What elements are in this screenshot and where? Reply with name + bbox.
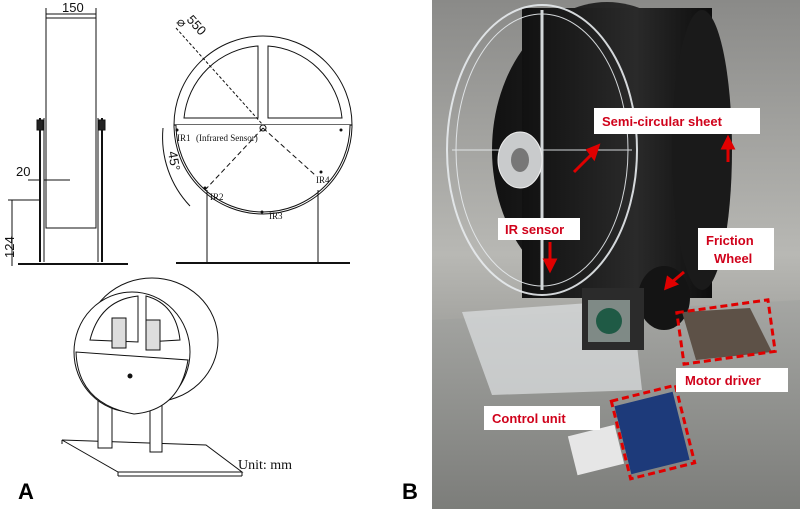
motor-label — [596, 308, 622, 334]
control-unit-board — [614, 391, 690, 475]
ir2-label: IR2 — [210, 192, 224, 202]
callout-motor-driver: Motor driver — [676, 368, 788, 392]
callout-motor-driver-text: Motor driver — [685, 373, 761, 388]
callout-friction-text-1: Friction — [706, 233, 754, 248]
isometric-view — [61, 277, 244, 477]
ir1-note: (Infrared Sensor) — [196, 133, 258, 143]
side-view — [8, 8, 128, 266]
height-dimension: 124 — [2, 236, 17, 258]
power-module — [567, 424, 625, 476]
ir-sensor-dots — [175, 128, 343, 214]
callout-friction-wheel: Friction Wheel — [698, 228, 774, 270]
motor-driver-board — [682, 308, 772, 360]
panel-b-photo: Semi-circular sheet IR sensor Friction W… — [432, 0, 800, 509]
angle-dimension: 45° — [165, 150, 183, 172]
front-view — [162, 27, 353, 264]
panel-b-letter-holder: B — [402, 479, 418, 504]
width-dimension: 150 — [62, 0, 84, 15]
thickness-dimension: 20 — [16, 164, 30, 179]
panel-a-letter: A — [18, 479, 34, 504]
callout-control-unit-text: Control unit — [492, 411, 566, 426]
friction-wheel — [638, 266, 690, 330]
control-unit-box — [609, 383, 697, 481]
motor-driver-box — [675, 298, 777, 366]
unit-note: Unit: mm — [238, 458, 292, 473]
ir1-label: IR1 — [177, 133, 191, 143]
callout-ir-sensor-text: IR sensor — [505, 222, 564, 237]
ir3-label: IR3 — [269, 211, 283, 221]
panel-b-letter-visible: B — [402, 479, 418, 504]
callout-sheet-text: Semi-circular sheet — [602, 114, 723, 129]
ir4-label: IR4 — [316, 175, 330, 185]
callout-arrows — [542, 134, 736, 291]
hub-center — [511, 148, 529, 172]
callout-sheet: Semi-circular sheet — [594, 108, 760, 134]
transparent-wheel — [446, 4, 638, 296]
callout-friction-text-2: Wheel — [714, 251, 752, 266]
diameter-dimension: 550 — [184, 12, 210, 38]
panel-a-drawing: 150 20 124 550 ⌀ 45° IR1 (Infrared Senso… — [2, 0, 353, 504]
callout-control-unit: Control unit — [484, 406, 600, 430]
callout-ir-sensor: IR sensor — [498, 218, 580, 240]
